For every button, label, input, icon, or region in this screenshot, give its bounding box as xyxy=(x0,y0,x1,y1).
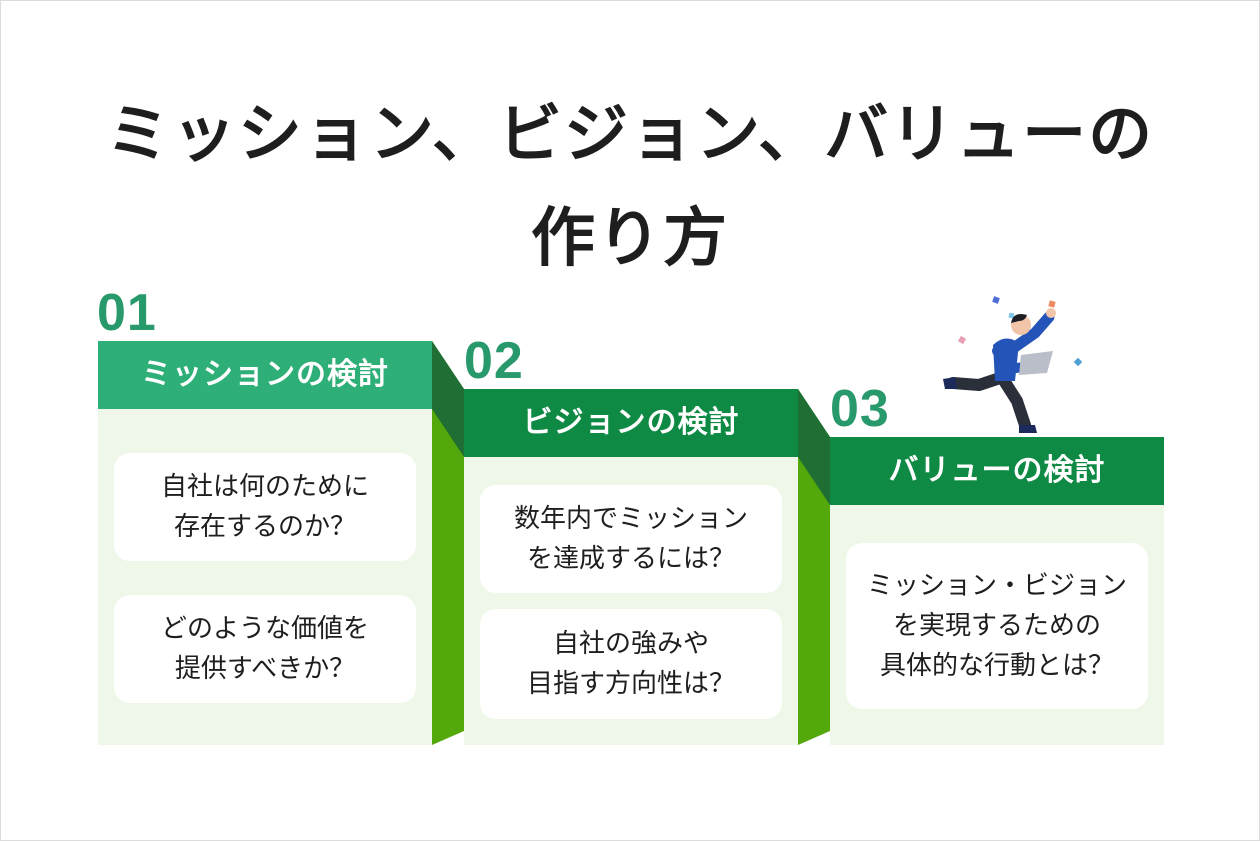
confetti-icon xyxy=(957,335,967,345)
question-card: ミッション・ビジョン を実現するための 具体的な行動とは？ xyxy=(846,543,1148,709)
step-heading-01: ミッションの検討 xyxy=(98,341,432,409)
question-line: 存在するのか？ xyxy=(173,512,356,542)
question-card: 数年内でミッション を達成するには？ xyxy=(480,485,782,593)
step-number-03: 03 xyxy=(830,380,890,438)
title-line-2: 作り方 xyxy=(531,202,729,276)
question-line: どのような価値を xyxy=(160,614,369,644)
confetti-icon xyxy=(1073,357,1083,367)
question-line: 自社は何のために xyxy=(160,472,369,502)
confetti-icon xyxy=(1008,312,1015,319)
question-line: ミッション・ビジョン xyxy=(866,571,1127,601)
step-number-02: 02 xyxy=(464,332,524,390)
step-side-02 xyxy=(798,389,830,745)
question-line: を実現するための xyxy=(892,611,1101,641)
confetti-icon xyxy=(1048,300,1056,308)
step-side-01 xyxy=(432,341,464,745)
question-card: 自社の強みや 目指す方向性は？ xyxy=(480,609,782,719)
running-businessman-illustration xyxy=(943,296,1083,433)
question-line: 自社の強みや xyxy=(552,629,709,659)
title-line-1: ミッション、ビジョン、バリューの xyxy=(105,98,1155,172)
question-line: 目指す方向性は？ xyxy=(526,669,735,699)
question-line: を達成するには？ xyxy=(526,544,735,574)
question-line: 数年内でミッション xyxy=(513,504,748,534)
question-line: 提供すべきか？ xyxy=(174,654,356,684)
question-card: どのような価値を 提供すべきか？ xyxy=(114,595,416,703)
question-card: 自社は何のために 存在するのか？ xyxy=(114,453,416,561)
step-heading-03: バリューの検討 xyxy=(830,437,1164,505)
question-line: 具体的な行動とは？ xyxy=(879,651,1114,681)
step-number-01: 01 xyxy=(97,284,157,342)
confetti-icon xyxy=(992,296,1000,304)
step-heading-02: ビジョンの検討 xyxy=(464,389,798,457)
